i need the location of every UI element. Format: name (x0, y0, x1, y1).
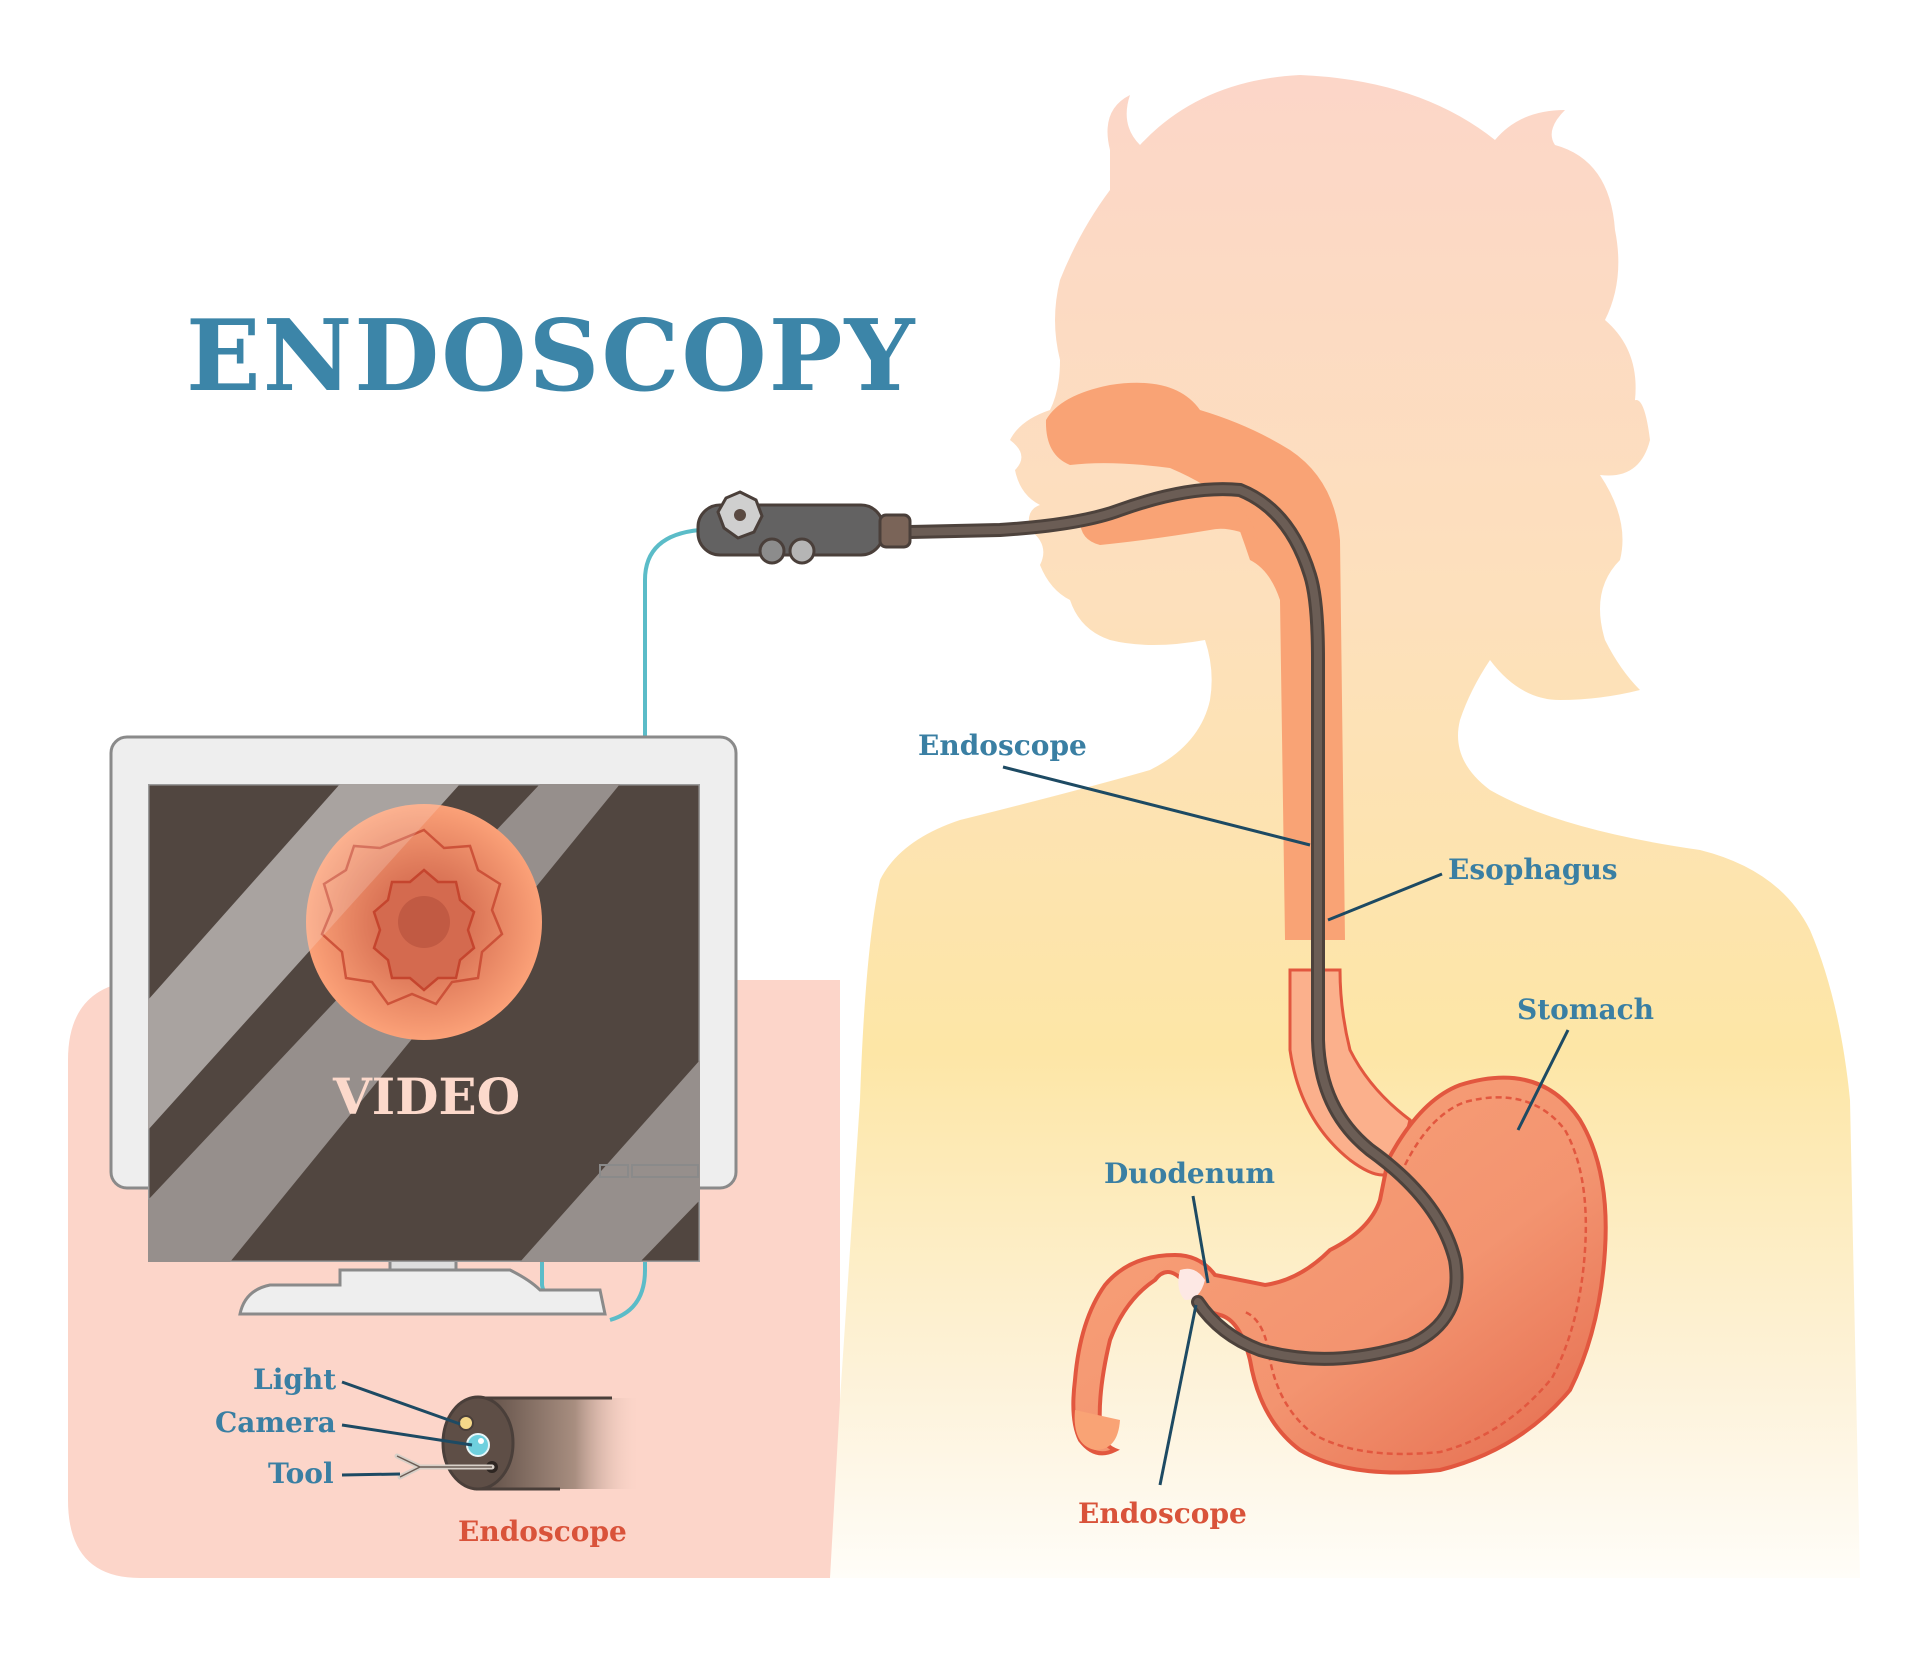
leader-lines (341, 765, 1570, 1486)
label-camera: Camera (215, 1406, 336, 1439)
monitor (109, 735, 738, 1316)
label-endoscope-upper: Endoscope (918, 729, 1087, 762)
stomach-lining (1244, 1096, 1588, 1456)
label-duodenum: Duodenum (1104, 1157, 1276, 1190)
endoscope-cable-inner (906, 485, 1461, 1363)
endoscope-tip-detail (394, 1395, 641, 1491)
monitor-button-1 (599, 1164, 629, 1178)
label-tool: Tool (268, 1457, 334, 1490)
nasal-cavity (1045, 382, 1345, 940)
video-cable (609, 528, 701, 1322)
label-tip-caption: Endoscope (458, 1515, 627, 1548)
stomach (1071, 1075, 1608, 1475)
mouth-cavity (1080, 490, 1260, 545)
duodenum-tip (1074, 1410, 1120, 1450)
label-light: Light (253, 1363, 337, 1396)
endoscope-handle (696, 490, 912, 565)
monitor-button-2 (631, 1164, 699, 1178)
monitor-stand-base (238, 1268, 607, 1316)
monitor-screen-label: VIDEO (333, 1067, 521, 1126)
pylorus-highlight (1178, 1268, 1205, 1300)
label-stomach: Stomach (1517, 993, 1655, 1026)
label-endoscope-lower: Endoscope (1078, 1497, 1247, 1530)
label-esophagus: Esophagus (1448, 853, 1618, 886)
page-title: ENDOSCOPY (186, 299, 917, 414)
light-lens-icon (458, 1415, 474, 1431)
